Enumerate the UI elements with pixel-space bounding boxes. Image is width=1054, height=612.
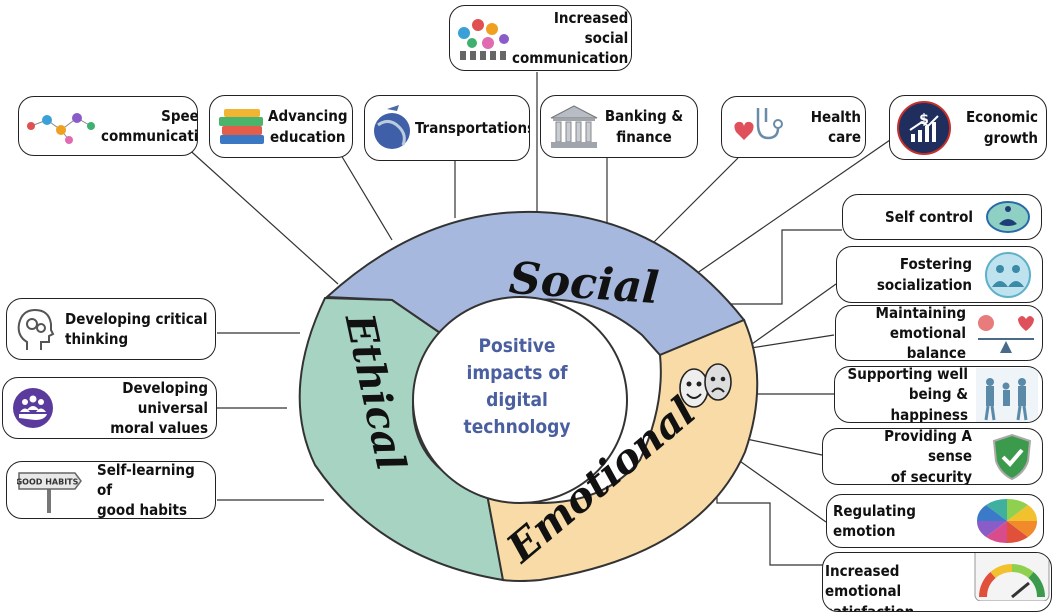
box-text: Self control: [885, 207, 973, 226]
sign-text: GOOD HABITS: [17, 478, 79, 487]
box-regulating-emotion: Regulating emotion: [826, 494, 1044, 548]
center-title: Positive impacts of digital technology: [447, 333, 587, 441]
friends-icon: [982, 251, 1034, 299]
stethoscope-heart-icon: [728, 102, 784, 152]
meditation-icon: [985, 200, 1031, 234]
emotion-wheel-icon: [975, 497, 1039, 545]
family-icon: [976, 367, 1038, 422]
box-speedy-communication: Speedycommunication: [18, 96, 198, 156]
gauge-icon: [973, 553, 1051, 601]
people-network-icon: [456, 13, 512, 63]
books-icon: [216, 105, 268, 149]
connector-lines: [183, 72, 891, 566]
box-text: Speedycommunication: [101, 106, 198, 145]
box-text: Health care: [810, 107, 861, 146]
box-health-care: Health care: [721, 96, 866, 158]
bank-icon: [547, 102, 601, 152]
balance-icon: [974, 309, 1036, 357]
svg-text:$: $: [919, 112, 929, 128]
center-line-4: technology: [463, 415, 571, 438]
network-icon: [25, 106, 101, 146]
dollar-growth-icon: $: [896, 100, 952, 156]
center-line-2: impacts of: [466, 361, 568, 384]
people-hand-icon: [11, 386, 55, 430]
globe-transport-icon: [369, 101, 415, 155]
theatre-masks-icon: [679, 363, 732, 408]
shield-check-icon: [992, 433, 1032, 481]
box-text: Transportations: [415, 118, 530, 137]
center-line-3: digital: [486, 388, 548, 411]
box-banking-finance: Banking &finance: [540, 95, 698, 158]
box-text: Regulating emotion: [833, 501, 916, 540]
center-circle: [412, 296, 628, 504]
box-text: Banking &finance: [604, 107, 684, 146]
center-line-1: Positive: [478, 335, 556, 357]
social-label: Social: [507, 253, 660, 314]
head-gears-icon: [15, 306, 55, 352]
box-self-control: Self control: [842, 194, 1042, 240]
sign-icon: GOOD HABITS: [17, 467, 83, 513]
wheel-diagram: Social Ethical Emotional: [183, 72, 891, 582]
box-transportations: Transportations: [364, 95, 530, 161]
